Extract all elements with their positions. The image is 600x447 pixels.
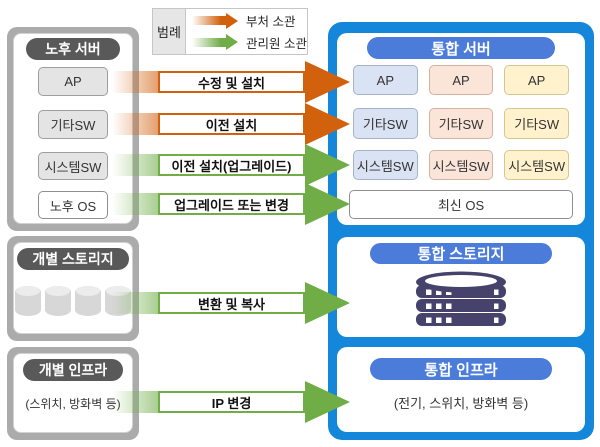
arrow-label: 변환 및 복사	[158, 292, 305, 314]
individual-storage-container: 개별 스토리지	[7, 236, 139, 341]
system-sw-row: 시스템SW 시스템SW 시스템SW	[337, 150, 585, 180]
integrated-server-panel: 통합 서버 AP AP AP 기타SW 기타SW 기타SW 시스템SW 시스템S…	[337, 33, 585, 225]
integrated-infra-panel: 통합 인프라 (전기, 스위치, 방화벽 등)	[337, 347, 585, 432]
cylinder-icon	[45, 286, 71, 316]
arrow-convert-copy: 변환 및 복사	[112, 282, 350, 324]
arrow-modify-install: 수정 및 설치	[112, 61, 350, 103]
legend-title: 범례	[153, 9, 187, 54]
arrow-label: IP 변경	[158, 391, 305, 413]
new-etc-sw-box: 기타SW	[428, 108, 494, 139]
legend-item-agency: 관리원 소관	[192, 33, 307, 52]
integrated-storage-panel: 통합 스토리지	[337, 237, 585, 337]
arrow-head-icon	[305, 103, 350, 145]
ap-row: AP AP AP	[337, 65, 585, 95]
old-ap-box: AP	[38, 67, 108, 96]
arrow-head-icon	[305, 144, 350, 186]
old-server-title: 노후 서버	[26, 38, 120, 60]
new-ap-box: AP	[353, 65, 418, 95]
arrow-upgrade-or-change: 업그레이드 또는 변경	[112, 183, 350, 225]
etc-sw-row: 기타SW 기타SW 기타SW	[337, 108, 585, 139]
arrow-head-icon	[305, 381, 350, 423]
legend-item-ministry: 부처 소관	[192, 11, 307, 30]
new-etc-sw-box: 기타SW	[353, 108, 418, 139]
old-system-sw-box: 시스템SW	[38, 152, 108, 180]
individual-infra-subtitle: (스위치, 방화벽 등)	[25, 397, 121, 411]
new-etc-sw-box: 기타SW	[504, 108, 570, 139]
green-arrow-icon	[192, 34, 239, 51]
orange-arrow-icon	[192, 12, 239, 29]
integrated-infra-subtitle: (전기, 스위치, 방화벽 등)	[393, 396, 529, 411]
arrow-label: 업그레이드 또는 변경	[158, 193, 305, 215]
new-os-box: 최신 OS	[349, 190, 573, 219]
arrow-head-icon	[305, 282, 350, 324]
arrow-head-icon	[305, 61, 350, 103]
storage-cylinders	[15, 286, 131, 316]
arrow-label: 수정 및 설치	[158, 71, 305, 93]
individual-storage-title: 개별 스토리지	[17, 248, 129, 270]
individual-storage-panel: 개별 스토리지	[13, 242, 133, 334]
integrated-container: 통합 서버 AP AP AP 기타SW 기타SW 기타SW 시스템SW 시스템S…	[328, 22, 594, 440]
database-icon	[416, 271, 506, 326]
new-ap-box: AP	[504, 65, 570, 95]
legend-label: 부처 소관	[246, 15, 296, 30]
cylinder-icon	[75, 286, 101, 316]
new-system-sw-box: 시스템SW	[428, 150, 494, 180]
old-etc-sw-box: 기타SW	[38, 110, 108, 139]
cylinder-icon	[15, 286, 41, 316]
arrow-move-install: 이전 설치	[112, 103, 350, 145]
legend: 범례 부처 소관 관리원 소관	[152, 8, 308, 55]
integrated-storage-title: 통합 스토리지	[370, 243, 552, 264]
legend-label: 관리원 소관	[246, 36, 307, 51]
arrow-label: 이전 설치(업그레이드)	[158, 154, 305, 176]
integrated-server-title: 통합 서버	[367, 37, 555, 59]
integrated-infra-title: 통합 인프라	[370, 358, 552, 380]
arrow-head-icon	[305, 183, 350, 225]
old-os-box: 노후 OS	[38, 191, 108, 219]
arrow-move-install-upgrade: 이전 설치(업그레이드)	[112, 144, 350, 186]
new-system-sw-box: 시스템SW	[353, 150, 418, 180]
new-ap-box: AP	[428, 65, 494, 95]
arrow-ip-change: IP 변경	[112, 381, 350, 423]
arrow-label: 이전 설치	[158, 113, 305, 135]
legend-rows: 부처 소관 관리원 소관	[186, 9, 307, 54]
new-system-sw-box: 시스템SW	[504, 150, 570, 180]
individual-infra-title: 개별 인프라	[23, 359, 123, 381]
